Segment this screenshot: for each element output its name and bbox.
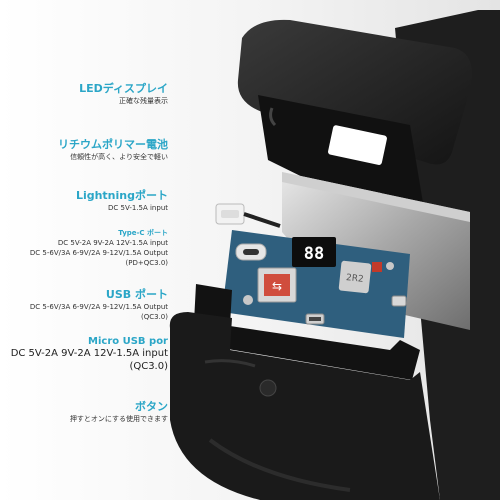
bottom-frame — [194, 284, 420, 380]
circuit-board — [222, 230, 410, 338]
capacitor — [372, 262, 382, 272]
battery-edge — [282, 172, 470, 222]
board-screw-hole — [243, 295, 253, 305]
board-screw-hole — [386, 262, 394, 270]
bottom-shell — [169, 312, 440, 500]
lightning-port-module — [215, 203, 281, 228]
usb-a-port: ⇆ — [257, 267, 297, 303]
svg-text:⇆: ⇆ — [272, 279, 282, 293]
inductor-chip — [338, 260, 372, 294]
led-display — [292, 237, 336, 267]
inner-frame — [258, 95, 425, 225]
micro-usb-port — [305, 313, 325, 325]
shell-edge — [208, 438, 351, 492]
power-button — [391, 295, 407, 307]
frame-clip — [269, 107, 277, 127]
frame-window — [328, 125, 387, 165]
type-c-port — [235, 243, 267, 261]
top-cover — [237, 19, 473, 165]
shell-button-recess — [259, 379, 277, 397]
inductor-chip-label: 2R2 — [345, 273, 364, 285]
led-display-reading: 88 — [304, 244, 324, 264]
shell-ridge — [204, 359, 256, 368]
